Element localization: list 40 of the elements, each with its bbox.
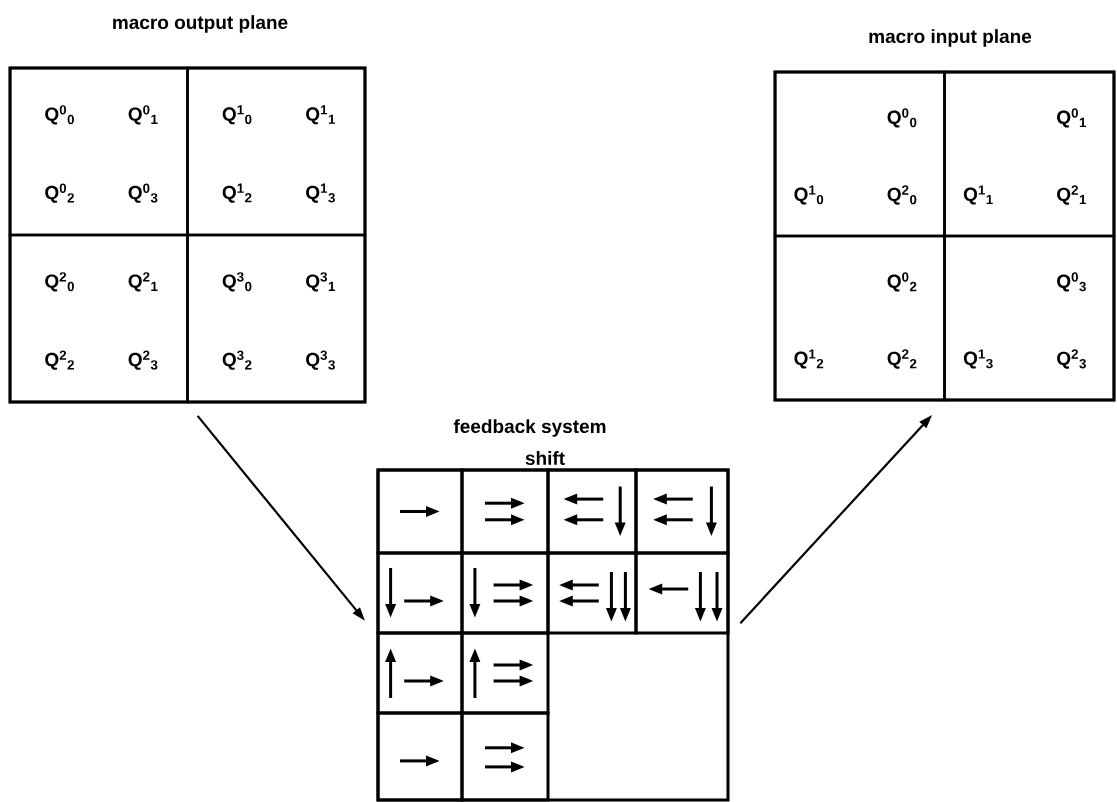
subplane-label: Q$^{3}$3 bbox=[306, 350, 335, 370]
subplane-label: Q$^{2}$3 bbox=[128, 350, 158, 370]
subplane-label: Q$^{0}$2 bbox=[45, 183, 74, 203]
subplane-label: Q$^{1}$3 bbox=[306, 183, 335, 203]
subplane-label: Q$^{2}$0 bbox=[45, 272, 74, 292]
heading: shift bbox=[525, 451, 565, 465]
quadrant-box bbox=[773, 234, 946, 402]
quadrant-box bbox=[943, 70, 1116, 238]
subplane-label: Q$^{2}$2 bbox=[887, 349, 917, 369]
heading: macro input plane bbox=[869, 29, 1032, 47]
heading: macro output plane bbox=[113, 15, 288, 33]
subplane-label: Q$^{2}$3 bbox=[1057, 349, 1086, 369]
subplane-label: Q$^{1}$2 bbox=[222, 183, 252, 203]
quadrant-box bbox=[8, 233, 189, 404]
subplane-label: Q$^{0}$3 bbox=[1057, 272, 1086, 292]
subplane-label: Q$^{2}$2 bbox=[45, 350, 74, 370]
subplane-label: Q$^{3}$2 bbox=[222, 350, 252, 370]
quadrant-box bbox=[773, 70, 946, 238]
subplane-label: Q$^{1}$0 bbox=[794, 185, 824, 205]
subplane-label: Q$^{0}$3 bbox=[128, 183, 158, 203]
subplane-label: Q$^{1}$3 bbox=[963, 349, 993, 369]
subplane-label: Q$^{1}$1 bbox=[963, 185, 993, 205]
subplane-label: Q$^{2}$1 bbox=[128, 272, 158, 292]
heading: feedback system bbox=[453, 419, 606, 437]
subplane-label: Q$^{2}$0 bbox=[887, 185, 917, 205]
subplane-label: Q$^{2}$1 bbox=[1057, 185, 1086, 205]
quadrant-box bbox=[186, 66, 367, 237]
subplane-label: Q$^{0}$2 bbox=[887, 272, 917, 292]
subplane-label: Q$^{3}$1 bbox=[306, 272, 335, 292]
quadrant-box bbox=[943, 234, 1116, 402]
subplane-label: Q$^{1}$2 bbox=[794, 349, 824, 369]
subplane-label: Q$^{0}$1 bbox=[1057, 108, 1086, 128]
subplane-label: Q$^{0}$1 bbox=[128, 105, 158, 125]
quadrant-box bbox=[8, 66, 189, 237]
subplane-label: Q$^{0}$0 bbox=[887, 108, 917, 128]
quadrant-box bbox=[186, 233, 367, 404]
subplane-label: Q$^{1}$0 bbox=[222, 105, 252, 125]
subplane-label: Q$^{1}$1 bbox=[306, 105, 335, 125]
subplane-label: Q$^{3}$0 bbox=[222, 272, 252, 292]
subplane-label: Q$^{0}$0 bbox=[45, 105, 74, 125]
